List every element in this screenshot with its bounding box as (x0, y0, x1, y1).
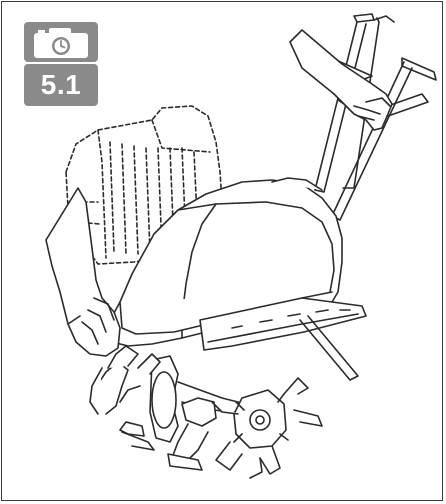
upper-hand (290, 30, 392, 130)
front-tine-left (90, 362, 154, 450)
lower-hand (46, 188, 120, 356)
